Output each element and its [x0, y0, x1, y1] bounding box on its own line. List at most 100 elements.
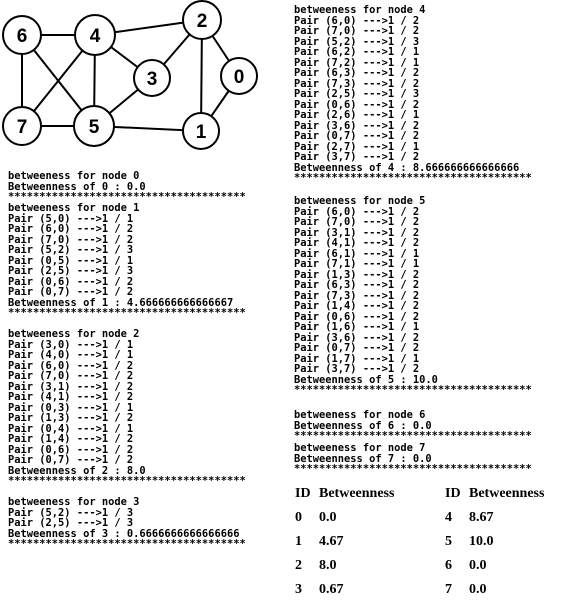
output-line: Betweenness of 7 : 0.0 [294, 452, 432, 465]
output-line: Pair (7,0) --->1 / 2 [8, 370, 134, 382]
output-line: betweeness for node 2 [8, 328, 140, 340]
output-line: Pair (0,6) --->1 / 2 [294, 98, 420, 111]
betweenness-cell: 8.0 [319, 558, 337, 573]
output-line: Pair (1,4) --->1 / 2 [294, 300, 420, 312]
node-circle [133, 59, 171, 97]
output-line: Pair (6,0) --->1 / 2 [294, 14, 420, 27]
output-line: Pair (0,3) --->1 / 1 [8, 401, 134, 414]
separator-line: ************************************** [8, 191, 246, 203]
betweenness-cell: 0.0 [469, 582, 487, 597]
node-5: 5 [73, 105, 115, 147]
output-line: Pair (6,3) --->1 / 2 [294, 279, 420, 291]
output-line: Pair (4,0) --->1 / 1 [8, 349, 134, 361]
output-line: Pair (3,7) --->1 / 2 [294, 363, 420, 375]
betweenness-cell: Betweenness [469, 486, 545, 501]
output-line: Pair (5,2) --->1 / 3 [294, 35, 420, 48]
output-line: Pair (7,2) --->1 / 1 [294, 56, 420, 69]
output-line: Pair (3,0) --->1 / 1 [8, 338, 134, 351]
output-line: Pair (1,6) --->1 / 1 [294, 321, 420, 333]
output-line: Pair (0,7) --->1 / 2 [8, 286, 134, 298]
betweenness-cell: 0.67 [319, 582, 344, 597]
separator-line: ************************************** [294, 463, 532, 475]
output-line: Pair (1,7) --->1 / 1 [294, 352, 420, 365]
id-cell: 1 [295, 534, 302, 549]
table-header-row: ID Betweenness [295, 482, 394, 506]
output-line: Pair (7,0) --->1 / 2 [294, 25, 420, 37]
output-line: Pair (0,7) --->1 / 2 [294, 130, 420, 142]
output-line: Betweenness of 4 : 8.666666666666666 [294, 161, 520, 174]
output-line: Pair (3,1) --->1 / 2 [8, 380, 134, 393]
node-1: 1 [182, 112, 220, 150]
node-circle [220, 57, 258, 95]
output-line: Pair (0,7) --->1 / 2 [8, 454, 134, 466]
output-line: Betweenness of 6 : 0.0 [294, 419, 432, 432]
node-circle [182, 0, 222, 40]
output-line: Pair (6,3) --->1 / 2 [294, 67, 420, 79]
output-line: Pair (2,5) --->1 / 3 [8, 265, 134, 277]
betweenness-cell: Betweenness [319, 486, 395, 501]
output-line: Pair (0,6) --->1 / 2 [8, 443, 134, 456]
output-line: Betweenness of 0 : 0.0 [8, 180, 146, 193]
node-label: 3 [147, 69, 158, 90]
id-cell: 2 [295, 558, 302, 573]
id-cell: 5 [445, 534, 452, 549]
output-line: Pair (6,0) --->1 / 2 [8, 223, 134, 235]
node-circle [73, 105, 115, 147]
output-line: Pair (0,6) --->1 / 2 [294, 310, 420, 323]
betweenness-cell: 0.0 [469, 558, 487, 573]
output-line: Pair (7,0) --->1 / 2 [294, 216, 420, 228]
output-line: Pair (3,6) --->1 / 2 [294, 331, 420, 344]
output-line: betweeness for node 1 [8, 202, 140, 214]
output-line: Pair (3,7) --->1 / 2 [294, 151, 420, 163]
output-line: Pair (7,0) --->1 / 2 [8, 233, 134, 246]
separator-line: ************************************** [8, 475, 246, 487]
output-line: betweeness for node 0 [8, 170, 140, 182]
output-line: Pair (4,1) --->1 / 2 [8, 391, 134, 403]
output-line: Pair (0,4) --->1 / 1 [8, 422, 134, 435]
betweenness-cell: 4.67 [319, 534, 344, 549]
output-line: betweeness for node 5 [294, 195, 426, 207]
separator-line: ************************************** [294, 172, 532, 184]
output-line: Pair (2,6) --->1 / 1 [294, 109, 420, 121]
separator-line: ************************************** [8, 538, 246, 550]
output-line: Betweenness of 1 : 4.666666666666667 [8, 296, 234, 309]
output-line: Pair (5,2) --->1 / 3 [8, 244, 134, 256]
output-line: Pair (3,1) --->1 / 2 [294, 226, 420, 239]
output-line: Pair (0,7) --->1 / 2 [294, 342, 420, 354]
output-line: Pair (5,2) --->1 / 3 [8, 506, 134, 519]
output-line: betweeness for node 6 [294, 409, 426, 421]
id-cell: ID [295, 486, 311, 501]
betweenness-cell: 0.0 [319, 510, 337, 525]
separator-line: ************************************** [294, 384, 532, 396]
node-2: 2 [182, 0, 222, 40]
output-line: Pair (0,5) --->1 / 1 [8, 254, 134, 267]
node-4: 4 [74, 14, 116, 56]
id-cell: 3 [295, 582, 302, 597]
id-cell: ID [445, 486, 461, 501]
output-line: Pair (0,6) --->1 / 2 [8, 275, 134, 288]
output-line: Betweenness of 2 : 8.0 [8, 464, 146, 477]
node-label: 7 [17, 117, 28, 138]
node-circle [2, 106, 42, 146]
output-line: Betweenness of 3 : 0.6666666666666666 [8, 527, 240, 540]
output-line: Betweenness of 5 : 10.0 [294, 373, 438, 386]
output-line: Pair (3,6) --->1 / 2 [294, 119, 420, 132]
output-line: Pair (5,0) --->1 / 1 [8, 212, 134, 225]
id-cell: 0 [295, 510, 302, 525]
id-cell: 4 [445, 510, 452, 525]
separator-line: ************************************** [8, 307, 246, 319]
node-circle [182, 112, 220, 150]
